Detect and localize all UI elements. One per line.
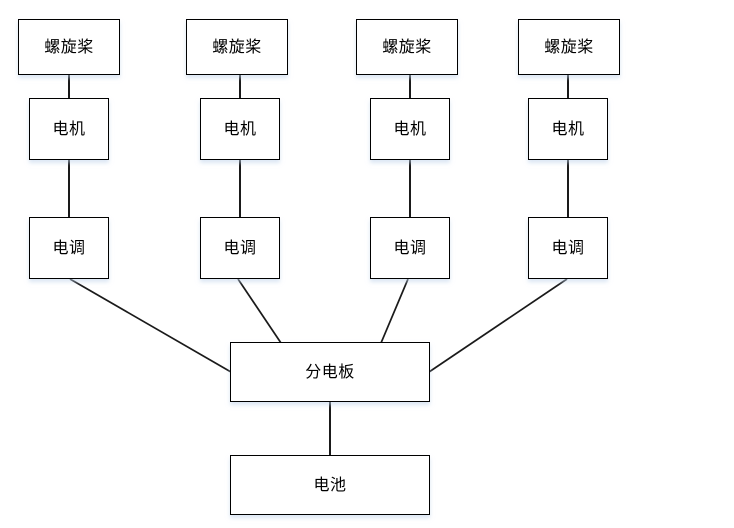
node-motor-1[interactable]: 电机 xyxy=(29,98,109,160)
node-propeller-4[interactable]: 螺旋桨 xyxy=(518,19,620,75)
node-motor-2[interactable]: 电机 xyxy=(200,98,280,160)
edges-group xyxy=(68,75,569,455)
node-propeller-2[interactable]: 螺旋桨 xyxy=(186,19,288,75)
node-esc-2[interactable]: 电调 xyxy=(200,217,280,279)
node-label-motor-4: 电机 xyxy=(551,119,585,138)
node-motor-4[interactable]: 电机 xyxy=(528,98,608,160)
node-label-propeller-1: 螺旋桨 xyxy=(44,37,94,56)
node-label-propeller-3: 螺旋桨 xyxy=(382,37,432,56)
node-propeller-1[interactable]: 螺旋桨 xyxy=(18,19,120,75)
edge-esc1-pdb xyxy=(69,278,232,373)
edge-esc4-pdb xyxy=(428,278,568,373)
node-label-propeller-2: 螺旋桨 xyxy=(212,37,262,56)
node-power-distribution-board[interactable]: 分电板 xyxy=(230,342,430,402)
node-label-esc-2: 电调 xyxy=(223,238,257,257)
node-esc-1[interactable]: 电调 xyxy=(29,217,109,279)
node-label-esc-3: 电调 xyxy=(393,238,427,257)
node-propeller-3[interactable]: 螺旋桨 xyxy=(356,19,458,75)
edge-esc2-pdb xyxy=(237,278,282,344)
node-label-esc-1: 电调 xyxy=(52,238,86,257)
node-esc-4[interactable]: 电调 xyxy=(528,217,608,279)
node-esc-3[interactable]: 电调 xyxy=(370,217,450,279)
node-label-motor-1: 电机 xyxy=(52,119,86,138)
node-label-battery: 电池 xyxy=(313,475,347,494)
node-motor-3[interactable]: 电机 xyxy=(370,98,450,160)
node-label-power-distribution-board: 分电板 xyxy=(305,362,355,381)
node-label-esc-4: 电调 xyxy=(551,238,585,257)
node-battery[interactable]: 电池 xyxy=(230,455,430,515)
node-label-propeller-4: 螺旋桨 xyxy=(544,37,594,56)
node-label-motor-3: 电机 xyxy=(393,119,427,138)
edge-esc3-pdb xyxy=(380,278,409,344)
node-label-motor-2: 电机 xyxy=(223,119,257,138)
